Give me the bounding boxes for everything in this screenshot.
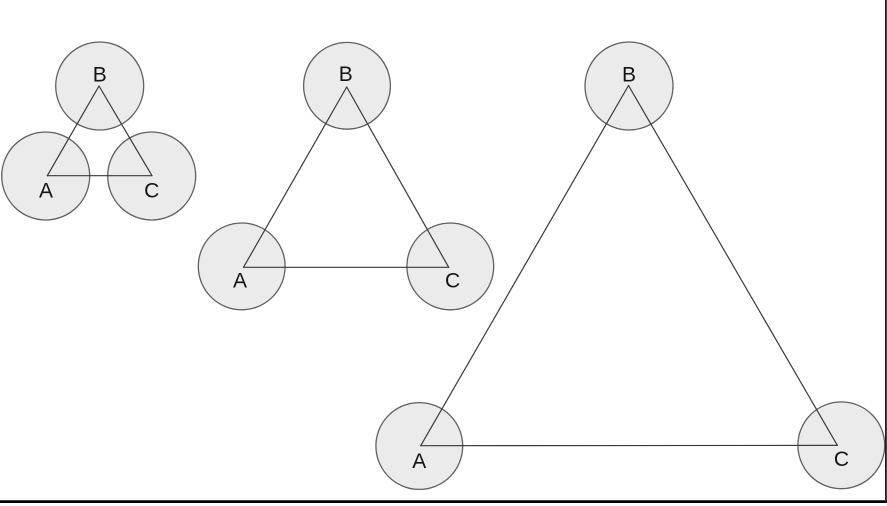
node-label-a: A bbox=[233, 269, 247, 292]
node-label-a: A bbox=[39, 180, 53, 203]
triangle-large: A B C bbox=[375, 41, 886, 491]
edge-a-b[interactable] bbox=[242, 86, 348, 268]
node-circle-b[interactable] bbox=[55, 41, 145, 131]
node-label-b: B bbox=[622, 64, 636, 87]
edge-b-c[interactable] bbox=[98, 85, 153, 177]
node-circle-c[interactable] bbox=[406, 222, 495, 311]
node-label-c: C bbox=[445, 269, 460, 292]
node-label-a: A bbox=[412, 450, 426, 473]
edge-a-b[interactable] bbox=[46, 85, 100, 177]
node-label-c: C bbox=[144, 180, 159, 203]
edge-b-c[interactable] bbox=[627, 84, 839, 446]
edge-a-b[interactable] bbox=[420, 84, 630, 447]
node-label-b: B bbox=[93, 64, 107, 87]
node-label-b: B bbox=[339, 63, 353, 86]
edge-b-c[interactable] bbox=[346, 86, 450, 268]
node-circle-b[interactable] bbox=[302, 41, 392, 130]
node-label-c: C bbox=[834, 448, 849, 471]
triangle-small: A B C bbox=[1, 41, 197, 221]
node-circle-a[interactable] bbox=[197, 222, 286, 311]
triangle-medium: A B C bbox=[197, 41, 495, 311]
